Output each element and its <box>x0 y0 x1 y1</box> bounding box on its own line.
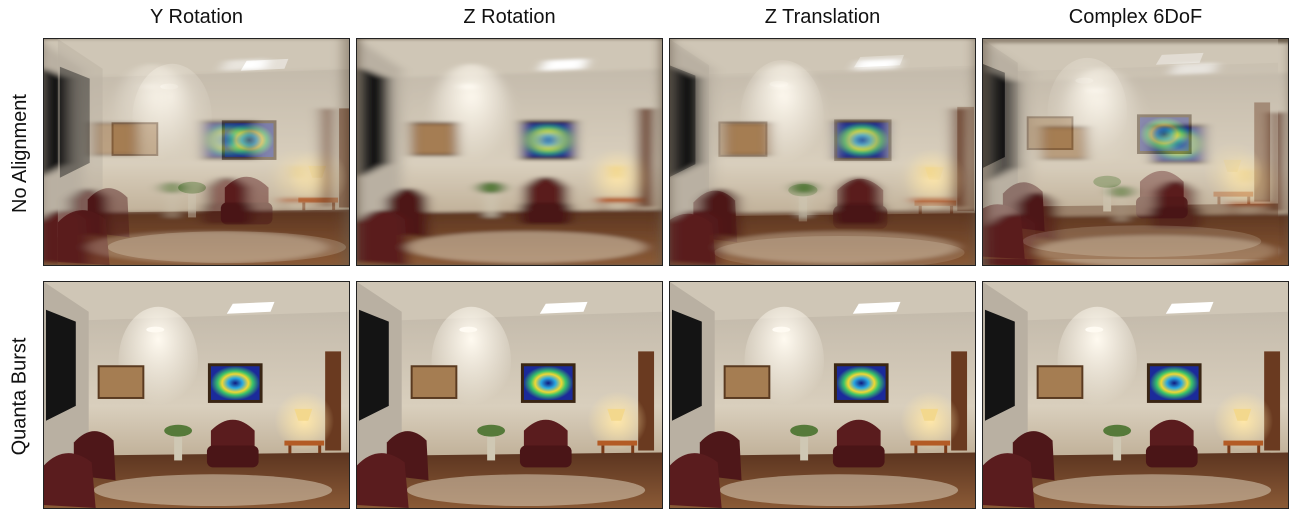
image-no-alignment-z-rotation <box>356 38 663 266</box>
column-label-complex-6dof: Complex 6DoF <box>1068 6 1203 28</box>
row-label-quanta-burst: Quanta Burst <box>0 281 40 511</box>
row-label-quanta-burst-text: Quanta Burst <box>8 337 31 455</box>
image-quanta-burst-y-rotation <box>43 281 350 509</box>
row-label-no-alignment: No Alignment <box>0 38 40 268</box>
column-label-z-rotation: Z Rotation <box>463 6 556 28</box>
image-quanta-burst-z-rotation <box>356 281 663 509</box>
image-no-alignment-y-rotation <box>43 38 350 266</box>
image-quanta-burst-complex-6dof <box>982 281 1289 509</box>
image-no-alignment-z-translation <box>669 38 976 266</box>
image-quanta-burst-z-translation <box>669 281 976 509</box>
image-no-alignment-complex-6dof <box>982 38 1289 266</box>
column-label-y-rotation: Y Rotation <box>149 6 244 28</box>
row-label-no-alignment-text: No Alignment <box>8 93 31 213</box>
column-label-z-translation: Z Translation <box>764 6 881 28</box>
